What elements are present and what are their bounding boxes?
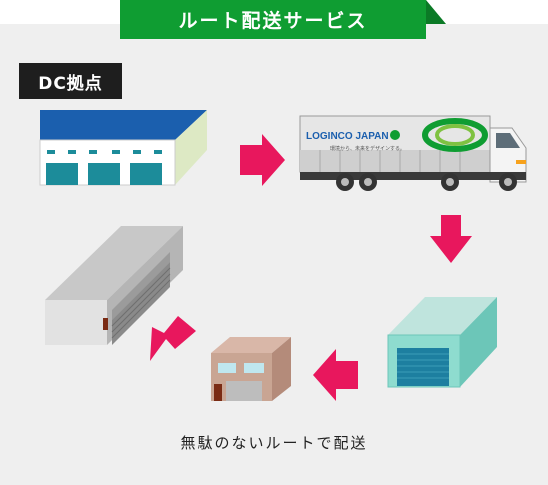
truck-badge-icon <box>390 130 400 140</box>
gray-garage-building-icon <box>45 226 183 345</box>
distribution-center-building-icon <box>39 110 207 186</box>
delivery-truck-icon: LOGINCO JAPAN 環境から、未来をデザインする。 <box>299 115 527 191</box>
arrow-right <box>240 134 285 186</box>
diagram-caption: 無駄のないルートで配送 <box>180 434 368 452</box>
truck-brand: LOGINCO JAPAN <box>306 131 389 142</box>
arrow-up-left <box>150 316 196 361</box>
arrow-left-lower <box>313 349 358 401</box>
truck-slogan: 環境から、未来をデザインする。 <box>330 145 405 152</box>
small-store-building-icon <box>211 337 291 401</box>
page-title: ルート配送サービス <box>120 0 426 39</box>
banner-fold <box>426 0 446 24</box>
dc-label: DC拠点 <box>19 63 122 99</box>
arrow-down <box>430 215 472 263</box>
teal-warehouse-icon <box>387 297 497 388</box>
